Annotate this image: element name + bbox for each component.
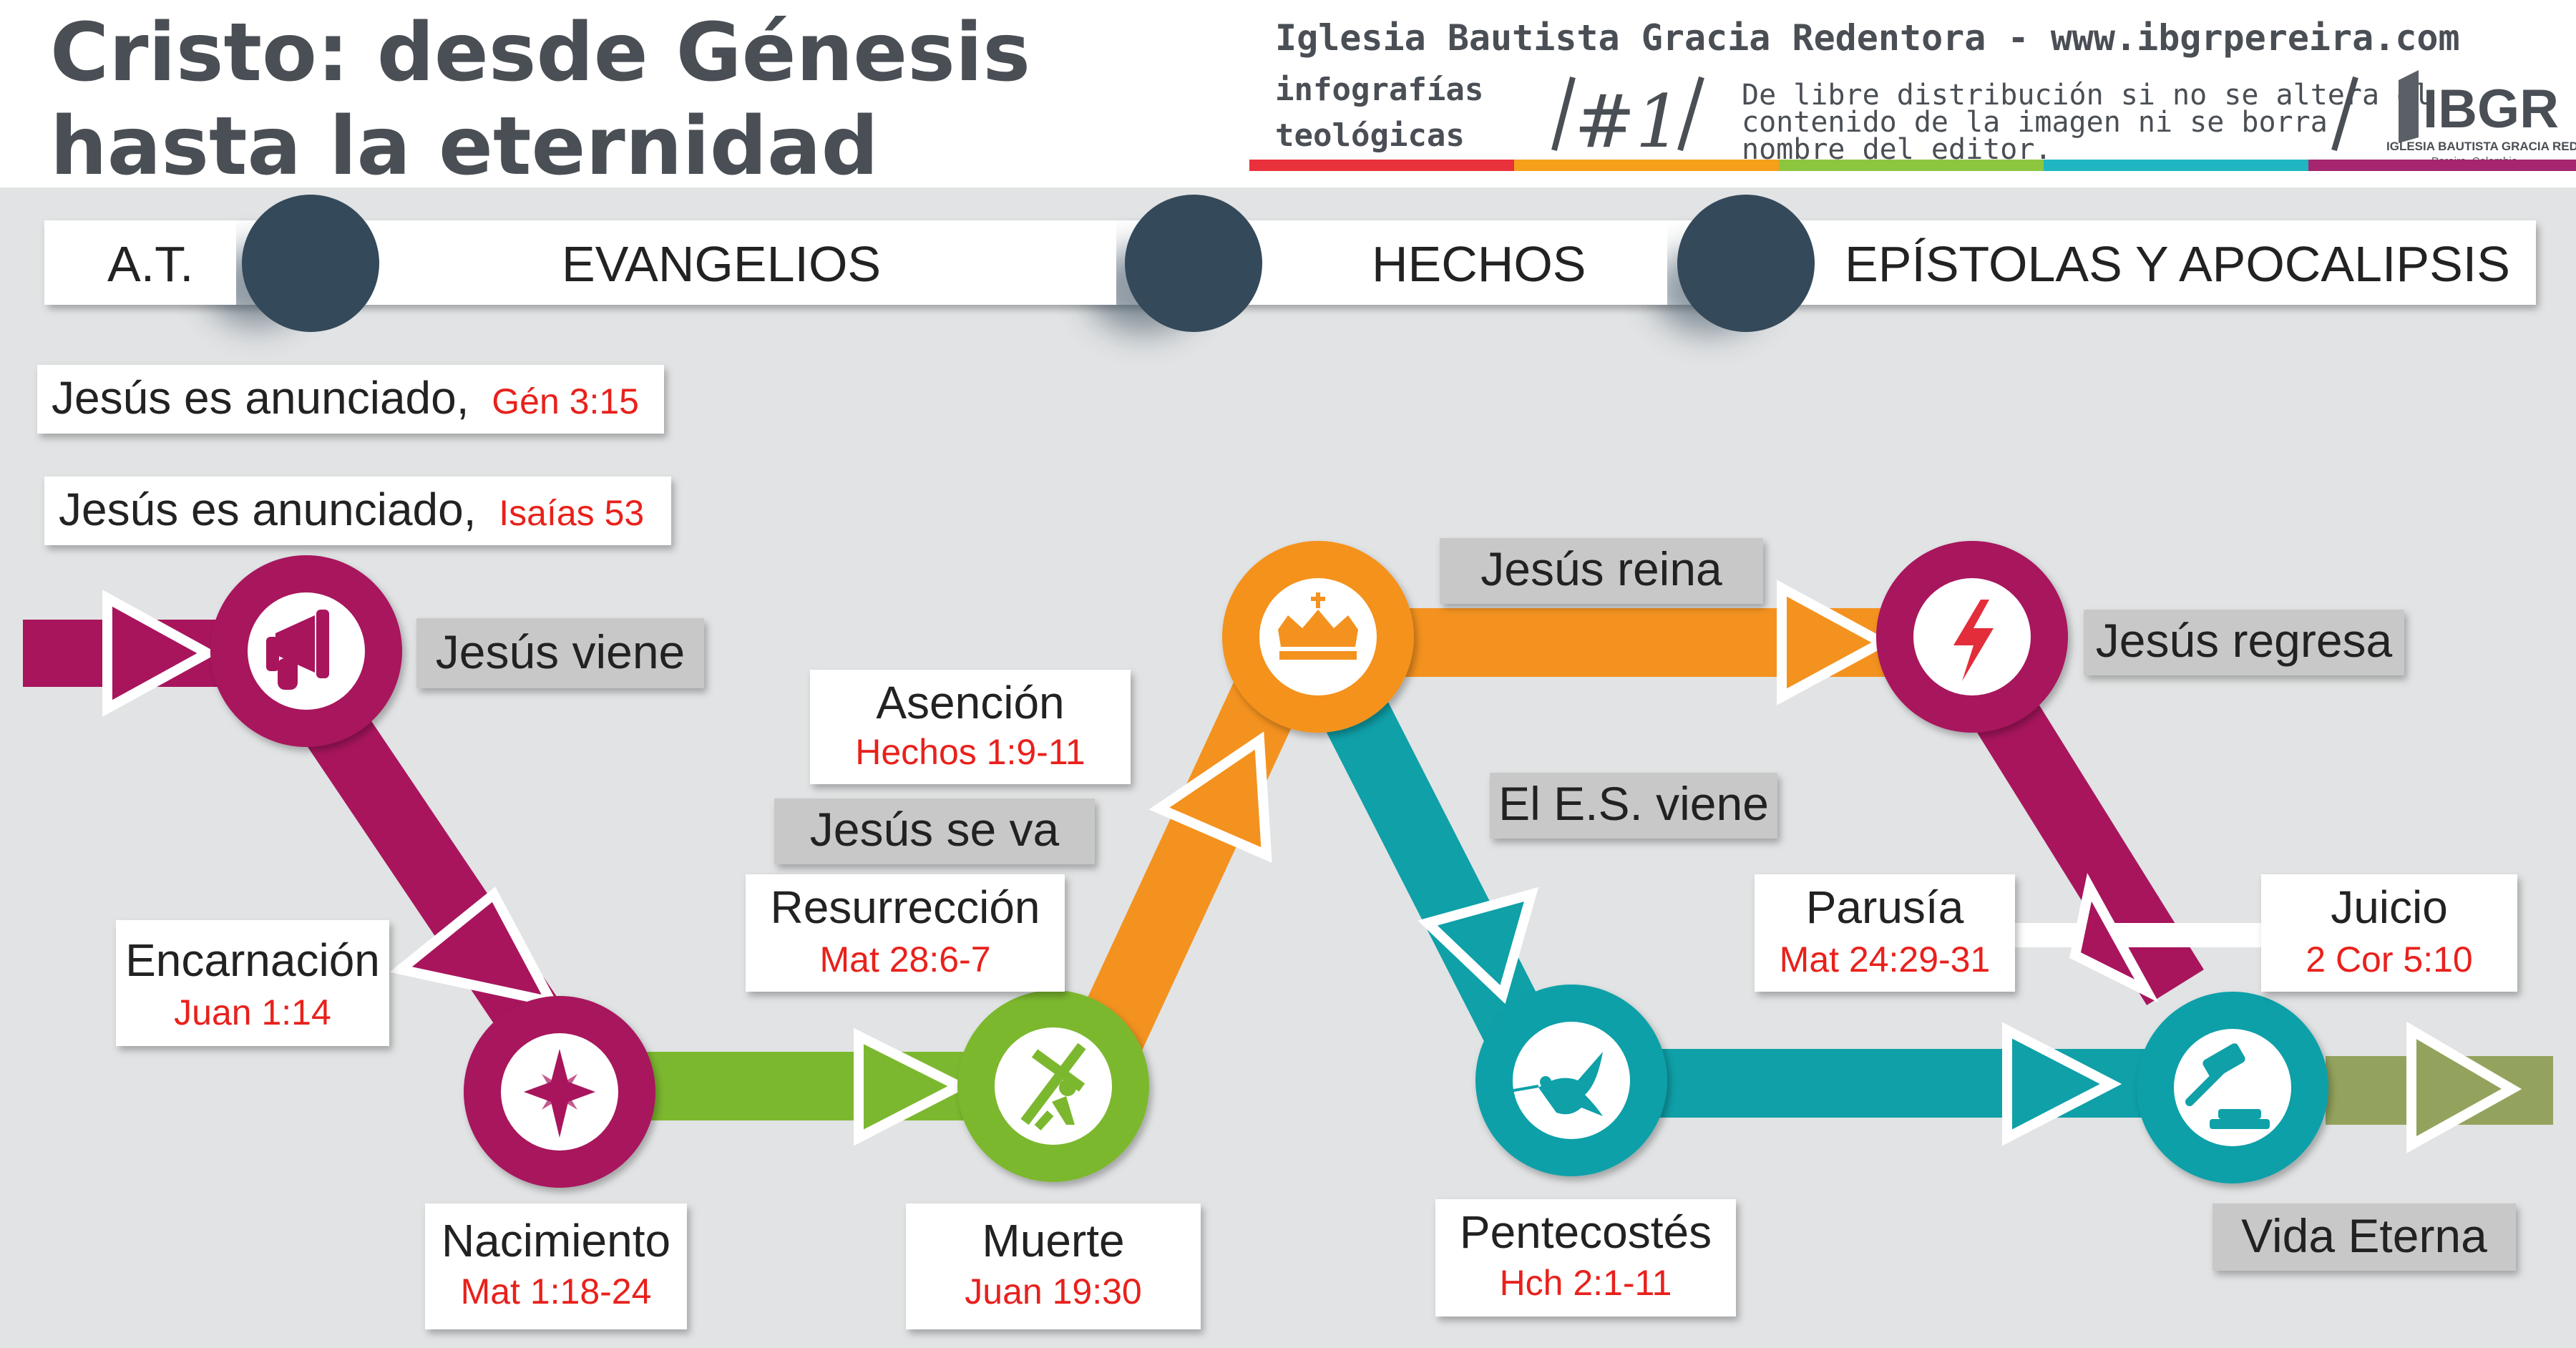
event-resurreccion: Resurrección Mat 28:6-7 [746,874,1065,992]
event-muerte: Muerte Juan 19:30 [906,1203,1201,1329]
event-ref: Juan 1:14 [174,992,331,1032]
arrow-head [2002,1022,2122,1146]
logo-subtitle: IGLESIA BAUTISTA GRACIA REDENTORA [2386,140,2576,153]
megaphone-icon [266,610,329,690]
title-line-1: Cristo: desde Génesis [50,6,1030,99]
event-title: Muerte [982,1215,1124,1266]
prophecy-label: Jesús es anunciado, [52,372,469,424]
event-title: Parusía [1806,881,1964,933]
event-ref: Mat 1:18-24 [461,1271,652,1312]
book-icon [2399,70,2419,143]
license-line-1: De libre distribución si no se altera el [1742,79,2431,112]
event-juicio: Juicio 2 Cor 5:10 [2261,874,2517,992]
logo-text: IBGR [2423,79,2559,140]
event-title: Encarnación [125,934,380,986]
prophecy-text: Jesús es anunciado, Isaías 53 [59,484,644,535]
tag-jesus-viene [416,618,704,688]
arrow-head [102,590,218,717]
node-jesus-reina [1222,541,1414,733]
prophecy-ref: Isaías 53 [499,493,644,533]
event-nacimiento: Nacimiento Mat 1:18-24 [425,1203,687,1329]
license-line-2: contenido de la imagen ni se borra [1742,106,2328,139]
tag-vida-eterna [2212,1203,2516,1271]
event-ref: Mat 24:29-31 [1780,939,1991,980]
prophecy-text: Jesús es anunciado, Gén 3:15 [52,372,639,424]
tag-jesus-regresa [2084,610,2404,675]
tag-label: El E.S. viene [1498,777,1769,830]
title-line-2: hasta la eternidad [50,100,879,193]
header-background [0,0,2576,187]
prophecy-box-1 [37,365,664,434]
tag-jesus-se-va [774,798,1095,864]
event-title: Juicio [2331,881,2448,933]
path-segment-teal [1617,1049,2233,1118]
prophecy-ref: Gén 3:15 [492,381,639,421]
event-encarnacion: Encarnación Juan 1:14 [116,920,389,1046]
period-evangelios: EVANGELIOS [562,236,881,292]
color-stripe [1249,160,2576,171]
tag-label: Jesús viene [436,625,686,678]
node-muerte [957,990,1149,1182]
flow-arrows [102,580,2522,1153]
tag-label: Jesús reina [1480,542,1722,595]
event-title: Pentecostés [1460,1206,1712,1258]
ibgr-logo: IBGR IGLESIA BAUTISTA GRACIA REDENTORA P… [2386,70,2576,167]
tag-label: Jesús se va [810,803,1060,856]
separator-slash [2331,76,2358,152]
series-line-1: infografías [1275,72,1483,108]
event-ref: 2 Cor 5:10 [2306,939,2472,980]
event-ref: Hechos 1:9-11 [855,732,1085,772]
arrow-head [854,1027,970,1146]
series-number: #1 [1574,79,1682,165]
event-asencion: Asención Hechos 1:9-11 [810,670,1131,784]
node-jesus-regresa [1876,541,2068,733]
path-segment-orange [1069,650,1314,1068]
separator-slash [1551,77,1576,151]
period-at: A.T. [107,236,194,292]
tag-jesus-reina [1440,538,1763,604]
arrow-head [389,887,561,1010]
event-ref: Mat 28:6-7 [819,939,990,980]
event-title: Asención [876,677,1064,728]
dove-icon [1509,1052,1603,1116]
arrow-head [1777,580,1893,705]
crown-icon [1278,592,1358,660]
node-jesus-viene [210,555,402,747]
prophecy-box-2 [44,477,671,545]
event-ref: Juan 19:30 [965,1271,1141,1312]
tag-es-viene [1490,773,1777,839]
event-pentecostes: Pentecostés Hch 2:1-11 [1435,1199,1736,1317]
arrow-head [1148,731,1272,863]
event-title: Nacimiento [441,1215,670,1266]
cross-carrying-icon [1020,1042,1086,1131]
connector-bar [2011,923,2268,947]
org-name: Iglesia Bautista Gracia Redentora - www.… [1275,17,2460,59]
tag-label: Jesús regresa [2096,614,2393,667]
arrow-head [2406,1021,2522,1153]
node-nacimiento [464,996,655,1188]
lightning-icon [1953,600,1994,681]
periods-band-mask [44,220,2536,305]
series-line-2: teológicas [1275,117,1465,154]
tag-label: Vida Eterna [2241,1209,2487,1262]
event-title: Resurrección [770,881,1040,933]
arrow-head [2069,873,2160,1003]
event-ref: Hch 2:1-11 [1500,1263,1672,1303]
period-epistolas: EPÍSTOLAS Y APOCALIPSIS [1845,236,2510,292]
node-juicio [2137,992,2328,1183]
arrow-head [1418,887,1539,1005]
event-parusia: Parusía Mat 24:29-31 [1755,874,2015,992]
node-pentecostes [1475,985,1667,1176]
prophecy-label: Jesús es anunciado, [59,484,477,535]
gavel-icon [2185,1043,2270,1129]
period-hechos: HECHOS [1372,236,1586,292]
separator-slash [1677,76,1704,152]
